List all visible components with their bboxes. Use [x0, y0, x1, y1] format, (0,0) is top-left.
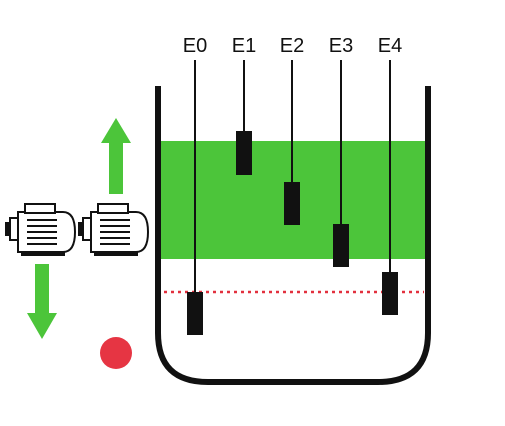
electrode-e1: E1	[232, 35, 256, 175]
tank-outline	[155, 86, 431, 385]
electrode-label-e0: E0	[183, 35, 207, 57]
electrode-probe-e1	[236, 131, 252, 175]
arrow-down-icon	[27, 264, 57, 339]
electrode-e3: E3	[329, 35, 353, 267]
electrode-probe-e4	[382, 272, 398, 315]
electrode-label-e2: E2	[280, 35, 304, 57]
electrode-e2: E2	[280, 35, 304, 225]
electrode-e4: E4	[378, 35, 402, 315]
motor-pump-icon	[78, 203, 150, 256]
electrode-probe-e3	[333, 224, 349, 267]
motor-pump-icon	[5, 203, 77, 256]
electrode-probe-e0	[187, 292, 203, 335]
arrow-up-icon	[101, 118, 131, 194]
electrode-probe-e2	[284, 182, 300, 225]
electrode-label-e1: E1	[232, 35, 256, 57]
electrode-label-e4: E4	[378, 35, 402, 57]
electrode-e0: E0	[183, 35, 207, 335]
electrode-label-e3: E3	[329, 35, 353, 57]
status-dot-icon	[100, 337, 132, 369]
